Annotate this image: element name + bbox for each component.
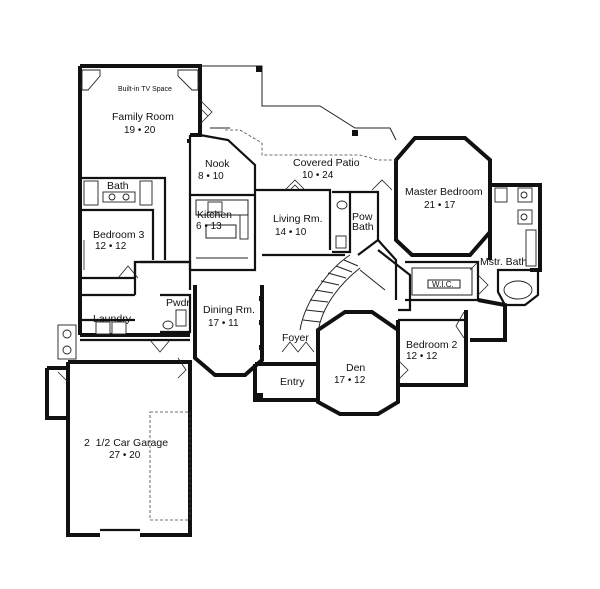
garage-dims: 27 • 20 bbox=[109, 450, 141, 461]
laundry-label: Laundry bbox=[93, 313, 132, 325]
entry-label: Entry bbox=[280, 376, 305, 388]
bedroom3-dims: 12 • 12 bbox=[95, 241, 127, 252]
family-room-label: Family Room bbox=[112, 111, 174, 123]
master-bedroom-label: Master Bedroom bbox=[405, 186, 483, 198]
columns bbox=[187, 66, 358, 400]
living-room-label: Living Rm. bbox=[273, 213, 323, 225]
dining-room-dims: 17 • 11 bbox=[208, 318, 239, 329]
den-dims: 17 • 12 bbox=[334, 375, 366, 386]
master-bedroom-dims: 21 • 17 bbox=[424, 200, 456, 211]
bedroom2-dims: 12 • 12 bbox=[406, 351, 438, 362]
kitchen-label: Kitchen bbox=[197, 209, 232, 221]
kitchen-dims: 6 • 13 bbox=[196, 221, 222, 232]
living-room-dims: 14 • 10 bbox=[275, 227, 307, 238]
fixtures bbox=[57, 69, 537, 360]
powder-bath-label-1: Pow bbox=[352, 211, 373, 223]
bath-label: Bath bbox=[107, 180, 129, 192]
wic-label: W.I.C. bbox=[432, 280, 454, 289]
nook-label: Nook bbox=[205, 158, 230, 170]
dining-room-label: Dining Rm. bbox=[203, 304, 255, 316]
interior-walls bbox=[80, 133, 480, 521]
bedroom2-label: Bedroom 2 bbox=[406, 339, 458, 351]
foyer-label: Foyer bbox=[282, 332, 309, 344]
powder-bath-label-2: Bath bbox=[352, 221, 374, 233]
covered-patio-label: Covered Patio bbox=[293, 157, 360, 169]
bedroom3-label: Bedroom 3 bbox=[93, 229, 145, 241]
den-label: Den bbox=[346, 362, 365, 374]
garage-label: 2 1/2 Car Garage bbox=[84, 437, 168, 449]
family-room-dims: 19 • 20 bbox=[124, 125, 156, 136]
room-labels: Built-in TV Space Family Room 19 • 20 No… bbox=[84, 86, 527, 461]
tv-space-label: Built-in TV Space bbox=[118, 86, 172, 93]
covered-patio-dims: 10 • 24 bbox=[302, 170, 334, 181]
pwdr-label: Pwdr bbox=[166, 297, 190, 309]
doors bbox=[57, 99, 489, 383]
mstr-bath-label: Mstr. Bath bbox=[480, 256, 527, 268]
nook-dims: 8 • 10 bbox=[198, 171, 224, 182]
